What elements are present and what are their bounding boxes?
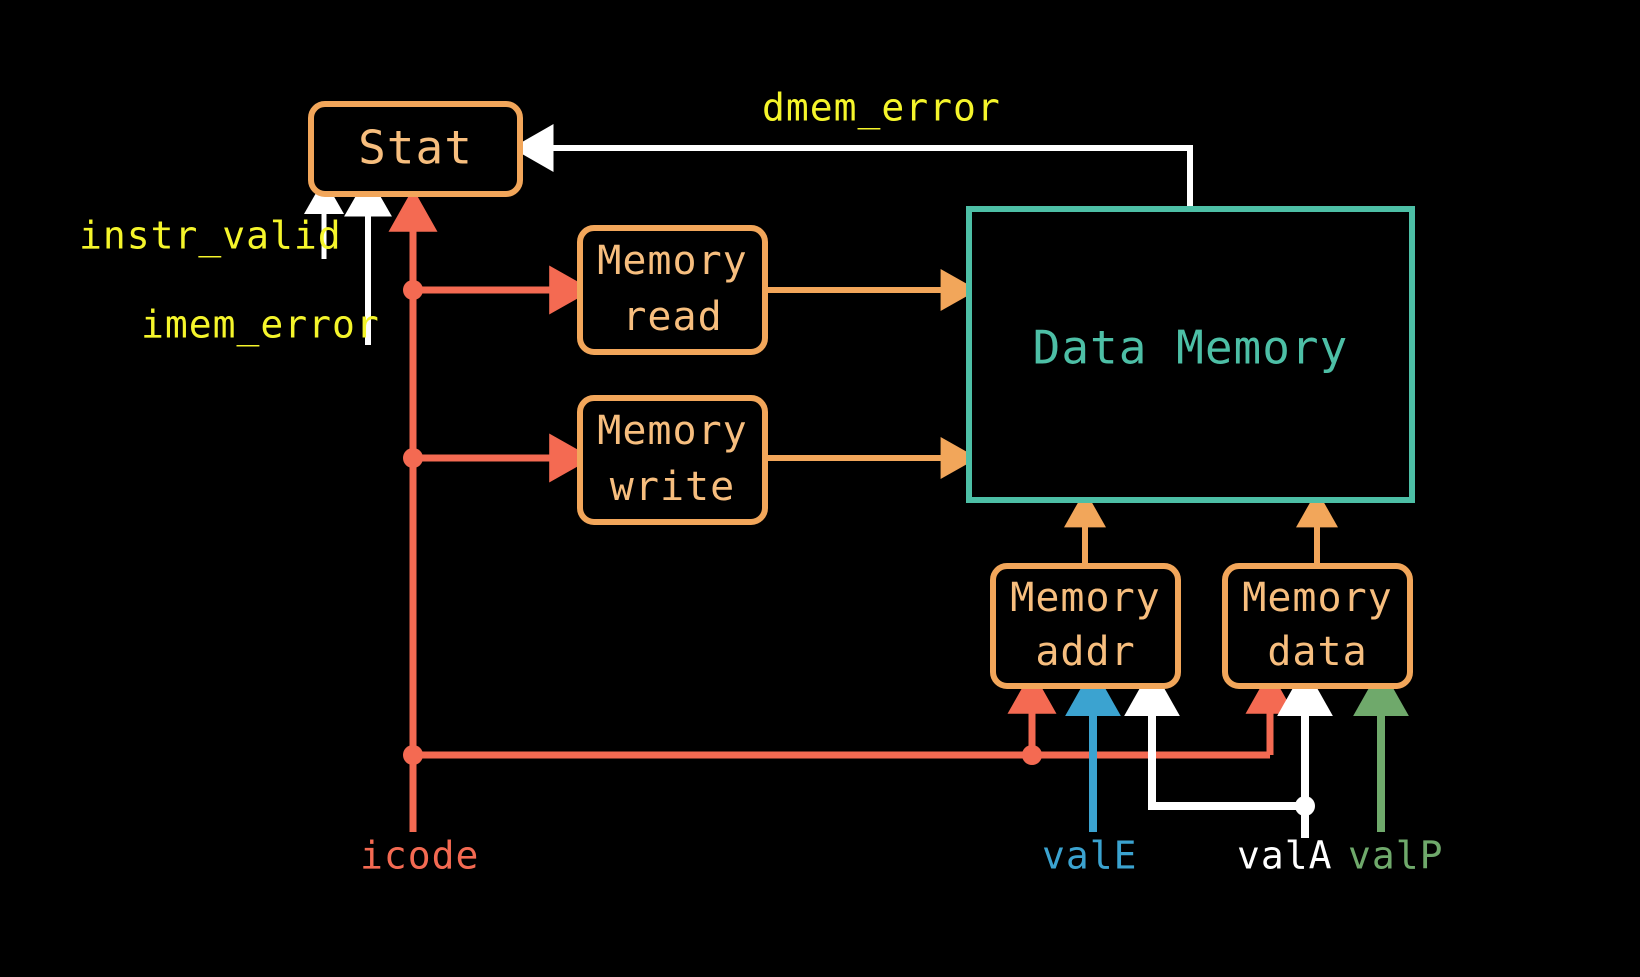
box-memory-read-label-line2: read [622, 294, 722, 340]
signal-label-instr-valid: instr_valid [79, 214, 342, 259]
box-stat-label: Stat [358, 121, 473, 175]
wire-icode-bus [403, 745, 1270, 765]
signal-label-icode: icode [360, 834, 479, 878]
box-memory-addr[interactable]: Memory addr [990, 563, 1181, 689]
box-stat[interactable]: Stat [308, 101, 523, 197]
wire-valA [1124, 666, 1333, 838]
junction-dot [1022, 745, 1042, 765]
junction-dot [403, 448, 423, 468]
box-memory-data[interactable]: Memory data [1222, 563, 1413, 689]
signal-label-valE: valE [1042, 834, 1138, 878]
box-data-memory-label: Data Memory [1033, 321, 1349, 375]
junction-dot [403, 280, 423, 300]
wire-icode-to-memory-write [403, 433, 593, 483]
box-memory-read[interactable]: Memory read [577, 225, 768, 355]
signal-label-valP: valP [1348, 834, 1444, 878]
signal-label-dmem-error: dmem_error [762, 86, 1001, 131]
box-memory-addr-label-line2: addr [1035, 629, 1135, 675]
box-memory-write-label-line1: Memory [597, 408, 748, 454]
signal-label-valA: valA [1237, 834, 1333, 878]
box-memory-data-label-line1: Memory [1242, 575, 1393, 621]
wire-dmem-error-to-stat [511, 124, 1193, 209]
box-memory-write-label-line2: write [610, 464, 735, 510]
box-memory-read-label-line1: Memory [597, 238, 748, 284]
wire-icode-to-memory-addr [1007, 670, 1057, 765]
box-memory-write[interactable]: Memory write [577, 395, 768, 525]
wire-icode-to-memory-read [403, 265, 593, 315]
box-memory-data-label-line2: data [1267, 629, 1367, 675]
box-data-memory[interactable]: Data Memory [966, 206, 1415, 503]
junction-dot [403, 745, 423, 765]
junction-dot [1295, 796, 1315, 816]
box-memory-addr-label-line1: Memory [1010, 575, 1161, 621]
signal-label-imem-error: imem_error [141, 303, 380, 348]
